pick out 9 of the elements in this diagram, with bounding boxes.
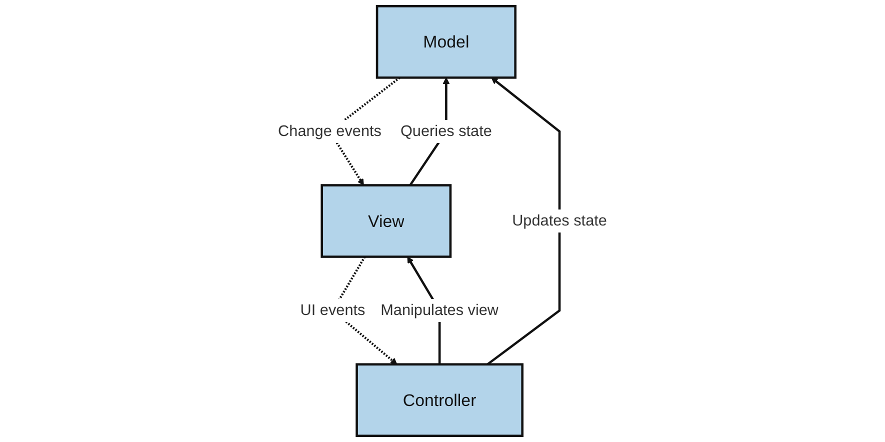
edge-label: Updates state: [512, 212, 607, 230]
node-box: Controller: [356, 363, 524, 437]
arrow: [486, 77, 561, 366]
edge-label: UI events: [300, 302, 366, 320]
node-box: Model: [376, 5, 516, 79]
edge-label: Manipulates view: [380, 302, 499, 320]
edge-label: Queries state: [400, 122, 492, 140]
node-box: View: [320, 184, 452, 258]
edge-label: Change events: [278, 122, 382, 140]
